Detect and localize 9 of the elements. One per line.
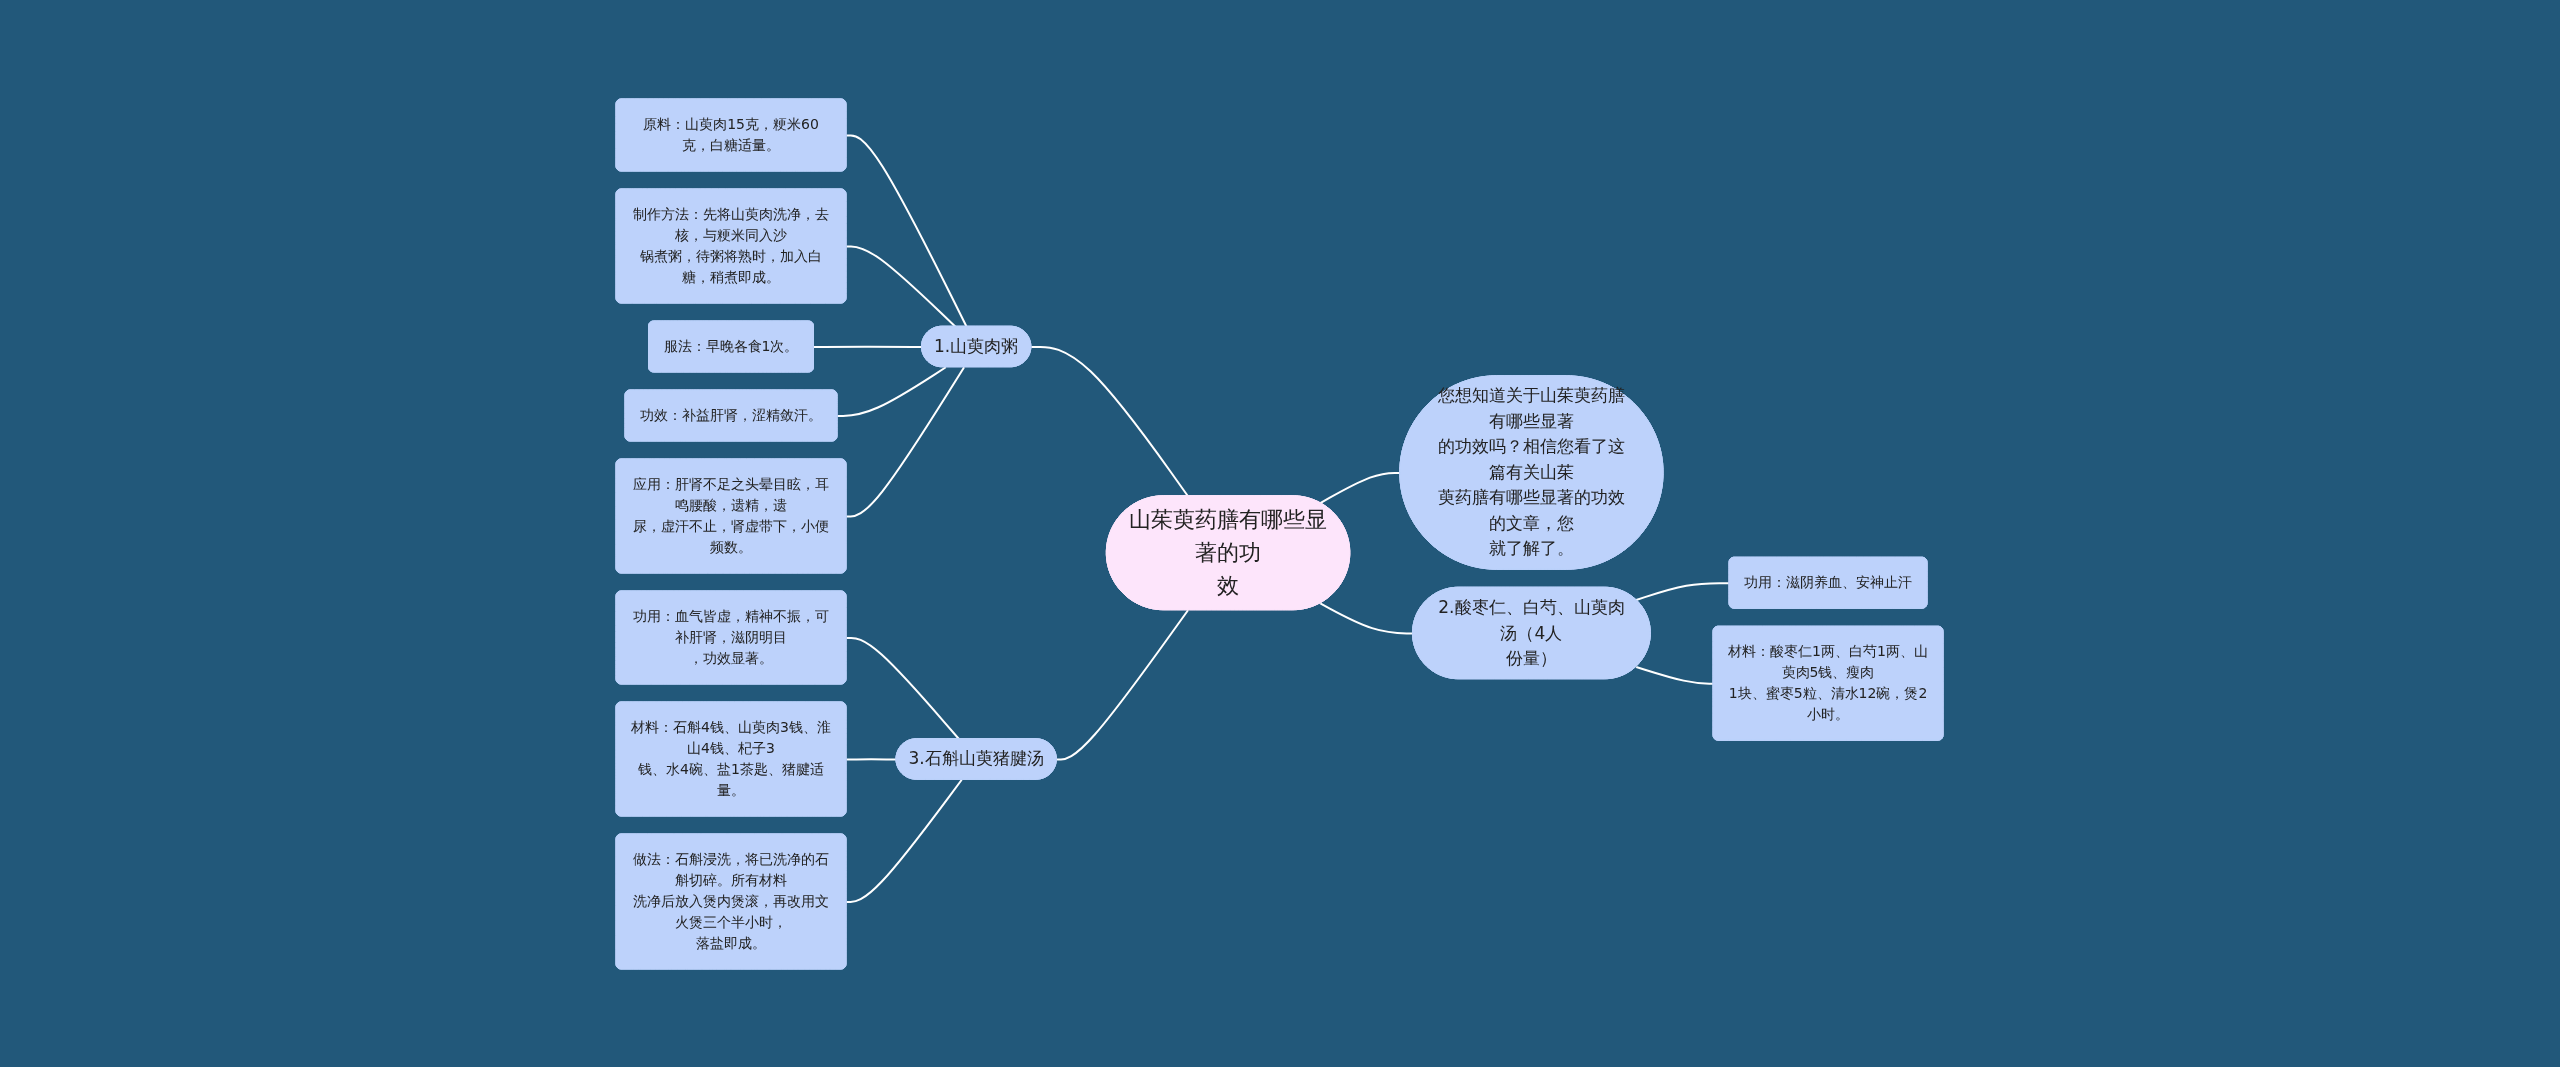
connector bbox=[845, 636, 961, 740]
connector bbox=[845, 757, 898, 760]
connector bbox=[1319, 471, 1402, 504]
connector bbox=[836, 365, 948, 417]
connector bbox=[1030, 345, 1190, 497]
connector bbox=[845, 778, 964, 903]
connector bbox=[1056, 608, 1190, 760]
connector bbox=[845, 365, 966, 517]
connector bbox=[1635, 665, 1715, 685]
